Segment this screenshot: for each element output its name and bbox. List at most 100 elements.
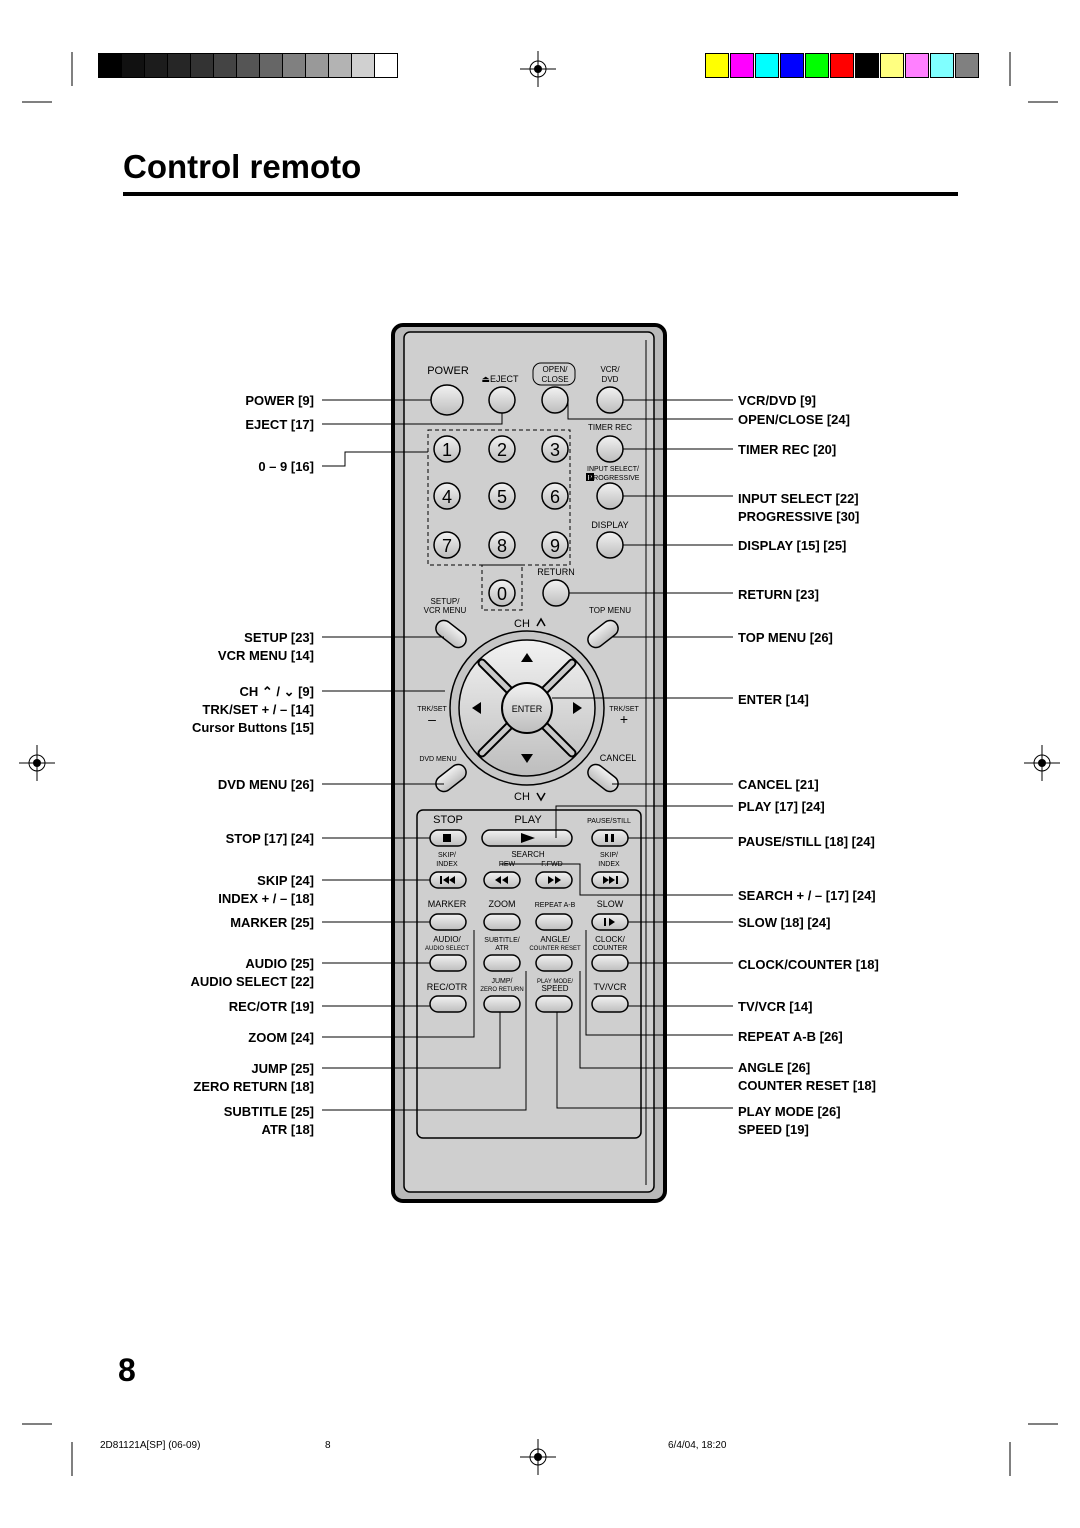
svg-text:SUBTITLE/: SUBTITLE/ xyxy=(484,937,519,944)
dvd-menu-button xyxy=(435,763,467,793)
callout-label-left: SETUP [23] xyxy=(244,630,314,645)
gray-swatch xyxy=(121,53,145,78)
svg-text:PROGRESSIVE: PROGRESSIVE xyxy=(589,475,640,482)
audio-button xyxy=(429,954,467,972)
svg-text:8: 8 xyxy=(497,536,507,556)
svg-text:CLOCK/: CLOCK/ xyxy=(595,935,626,944)
callout-label-right: OPEN/CLOSE [24] xyxy=(738,412,850,427)
callout-label-right: VCR/DVD [9] xyxy=(738,393,817,408)
svg-text:INDEX: INDEX xyxy=(598,861,620,868)
svg-text:CANCEL: CANCEL xyxy=(600,753,637,763)
svg-text:COUNTER RESET: COUNTER RESET xyxy=(529,946,581,952)
callout-label-left: TRK/SET + / – [14] xyxy=(202,702,314,717)
display-button xyxy=(596,531,624,559)
svg-text:CH: CH xyxy=(514,791,530,803)
callout-label-right: SLOW [18] [24] xyxy=(738,915,831,930)
callout-label-left: ATR [18] xyxy=(261,1122,314,1137)
gray-swatch xyxy=(305,53,329,78)
title-rule xyxy=(123,192,958,196)
svg-text:AUDIO SELECT: AUDIO SELECT xyxy=(425,946,469,952)
svg-text:CH: CH xyxy=(514,618,530,630)
gray-swatch xyxy=(190,53,214,78)
gray-swatch xyxy=(144,53,168,78)
callout-label-left: REC/OTR [19] xyxy=(228,999,314,1014)
callout-label-left: POWER [9] xyxy=(245,393,314,408)
callout-label-right: PROGRESSIVE [30] xyxy=(738,509,860,524)
svg-text:REPEAT A-B: REPEAT A-B xyxy=(535,902,576,909)
svg-text:4: 4 xyxy=(442,487,452,507)
input-select-button xyxy=(596,482,624,510)
svg-text:DVD: DVD xyxy=(602,375,619,384)
jump-button xyxy=(483,995,521,1013)
callout-label-left: DVD MENU [26] xyxy=(217,777,314,792)
svg-text:9: 9 xyxy=(550,536,560,556)
svg-text:1: 1 xyxy=(442,440,452,460)
svg-text:INDEX: INDEX xyxy=(436,861,458,868)
svg-text:STOP: STOP xyxy=(433,814,463,826)
color-swatch xyxy=(830,53,854,78)
power-button xyxy=(430,384,464,416)
color-swatch xyxy=(755,53,779,78)
rec-otr-button xyxy=(429,995,467,1013)
callout-label-right: PLAY [17] [24] xyxy=(738,799,825,814)
setup-button xyxy=(435,619,467,649)
callout-label-right: COUNTER RESET [18] xyxy=(738,1078,876,1093)
svg-text:PAUSE/STILL: PAUSE/STILL xyxy=(587,818,631,825)
svg-text:VCR/: VCR/ xyxy=(600,365,620,374)
svg-text:3: 3 xyxy=(550,440,560,460)
color-swatch xyxy=(730,53,754,78)
angle-button xyxy=(535,954,573,972)
callout-label-left: SUBTITLE [25] xyxy=(223,1104,314,1119)
svg-text:2: 2 xyxy=(497,440,507,460)
svg-text:SEARCH: SEARCH xyxy=(511,850,545,859)
zoom-button xyxy=(483,913,521,931)
callout-label-left: ZOOM [24] xyxy=(248,1030,314,1045)
callout-label-left: CH ⌃ / ⌄ [9] xyxy=(239,684,314,699)
footer-page: 8 xyxy=(325,1440,331,1451)
svg-text:5: 5 xyxy=(497,487,507,507)
svg-text:DISPLAY: DISPLAY xyxy=(591,520,628,530)
callout-label-left: SKIP [24] xyxy=(257,873,314,888)
svg-text:P: P xyxy=(588,475,593,482)
transport-panel xyxy=(416,809,642,1139)
color-swatch xyxy=(955,53,979,78)
leader-lines xyxy=(322,399,733,1111)
svg-text:COUNTER: COUNTER xyxy=(593,945,628,952)
callout-label-left: MARKER [25] xyxy=(230,915,314,930)
footer-job-code: 2D81121A[SP] (06-09) xyxy=(100,1440,201,1451)
svg-text:AUDIO/: AUDIO/ xyxy=(433,935,461,944)
color-swatch xyxy=(905,53,929,78)
callout-label-right: SEARCH + / – [17] [24] xyxy=(738,888,876,903)
svg-text:CLOSE: CLOSE xyxy=(541,375,568,384)
callout-label-right: ANGLE [26] xyxy=(738,1060,811,1075)
enter-button xyxy=(501,682,553,734)
subtitle-button xyxy=(483,954,521,972)
numeric-keypad xyxy=(433,435,569,607)
callout-label-left: INDEX + / – [18] xyxy=(218,891,314,906)
callout-label-right: TIMER REC [20] xyxy=(738,442,837,457)
callout-label-right: TOP MENU [26] xyxy=(738,630,833,645)
callout-label-right: CANCEL [21] xyxy=(738,777,819,792)
callout-label-right: TV/VCR [14] xyxy=(738,999,813,1014)
svg-text:TOP MENU: TOP MENU xyxy=(589,606,631,615)
svg-text:INPUT SELECT/: INPUT SELECT/ xyxy=(587,466,639,473)
svg-text:JUMP/: JUMP/ xyxy=(492,978,513,985)
svg-text:TIMER REC: TIMER REC xyxy=(588,423,632,432)
gray-swatch xyxy=(259,53,283,78)
svg-text:PLAY MODE/: PLAY MODE/ xyxy=(537,979,573,985)
callout-label-right: INPUT SELECT [22] xyxy=(738,491,859,506)
svg-text:SLOW: SLOW xyxy=(597,899,624,909)
callout-label-left: Cursor Buttons [15] xyxy=(191,720,314,735)
timer-rec-button xyxy=(596,435,624,463)
gray-swatch xyxy=(282,53,306,78)
svg-text:SKIP/: SKIP/ xyxy=(438,852,456,859)
svg-text:MARKER: MARKER xyxy=(428,899,467,909)
svg-text:PLAY: PLAY xyxy=(514,814,542,826)
color-swatch xyxy=(780,53,804,78)
svg-text:ZOOM: ZOOM xyxy=(489,899,516,909)
callout-label-left: JUMP [25] xyxy=(251,1061,314,1076)
marker-button xyxy=(429,913,467,931)
svg-text:ZERO RETURN: ZERO RETURN xyxy=(480,987,523,993)
callout-label-right: CLOCK/COUNTER [18] xyxy=(738,957,879,972)
callout-label-right: DISPLAY [15] [25] xyxy=(738,538,847,553)
